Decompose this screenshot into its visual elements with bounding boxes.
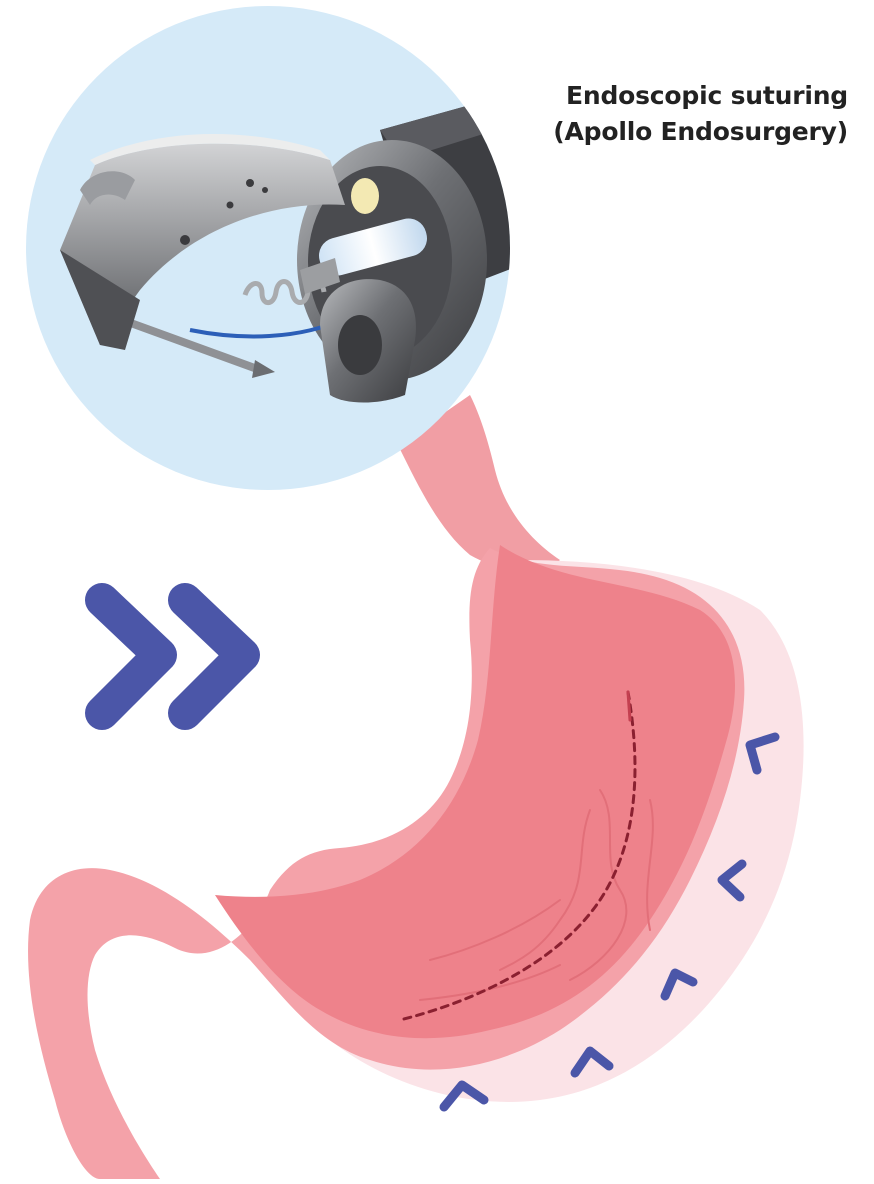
figure-caption: Endoscopic suturing (Apollo Endosurgery) xyxy=(508,78,848,149)
suture-entry-mark xyxy=(628,692,630,720)
device-inset xyxy=(26,6,560,490)
caption-title: Endoscopic suturing xyxy=(508,78,848,114)
caption-subtitle: (Apollo Endosurgery) xyxy=(508,114,848,150)
double-chevron-right-icon xyxy=(102,600,243,713)
